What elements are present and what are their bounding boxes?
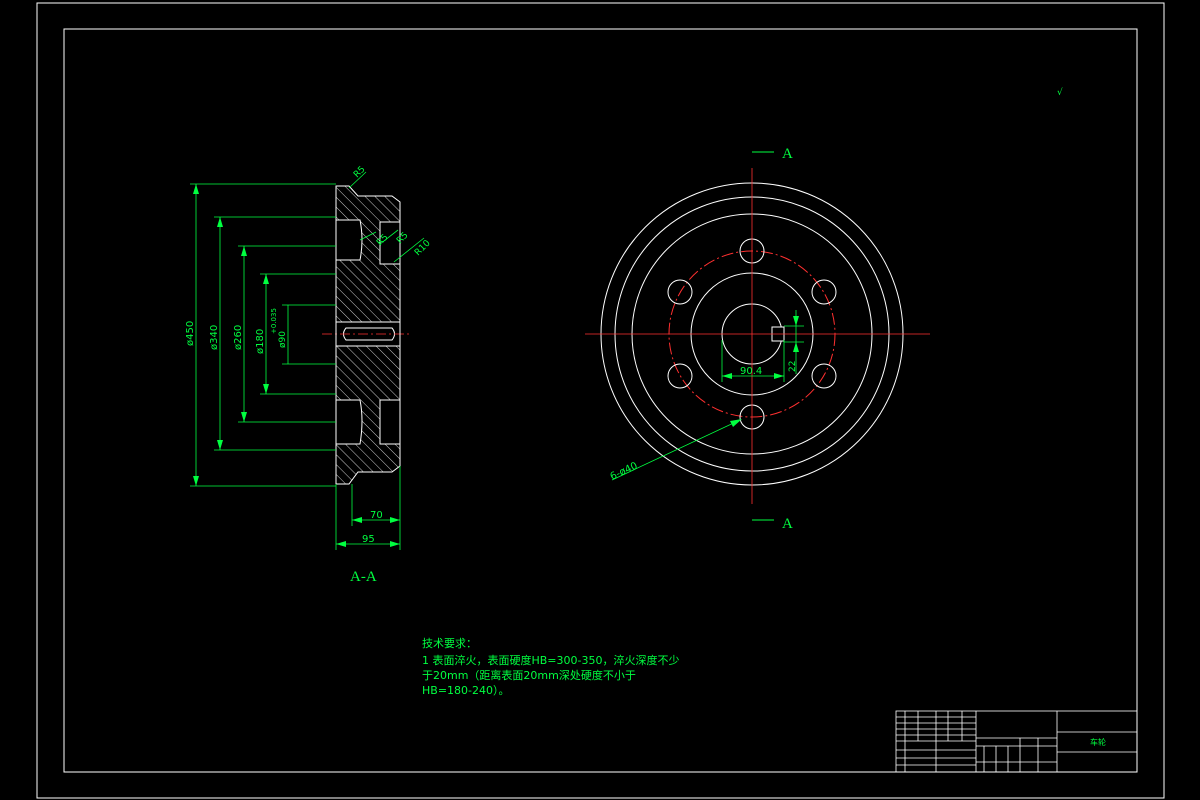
part-name: 车轮 bbox=[1090, 737, 1106, 747]
tech-line-3: HB=180-240）。 bbox=[422, 684, 510, 697]
dim-r5-top: R5 bbox=[352, 165, 368, 181]
hole-2 bbox=[811, 279, 837, 305]
section-dim-arrows bbox=[193, 184, 400, 547]
section-title: A-A bbox=[350, 569, 377, 585]
upper-groove bbox=[336, 219, 363, 261]
inner-border bbox=[63, 28, 1138, 773]
dim-d340: ø340 bbox=[209, 325, 220, 350]
dim-holes: 6-ø40 bbox=[609, 461, 640, 483]
dim-r5-right: R5 bbox=[395, 231, 411, 247]
front-centerlines bbox=[585, 168, 930, 504]
tech-line-1: 1 表面淬火，表面硬度HB=300-350，淬火深度不少 bbox=[422, 653, 680, 667]
section-mark-top: A bbox=[782, 146, 793, 162]
hole-5 bbox=[667, 363, 693, 389]
dim-tolerance: +0.035 bbox=[270, 308, 278, 334]
dim-d90: ø90 bbox=[278, 331, 288, 348]
dim-r10: R10 bbox=[413, 238, 433, 258]
section-cut-lines bbox=[752, 151, 774, 521]
tech-title: 技术要求： bbox=[422, 637, 477, 650]
dim-d260: ø260 bbox=[233, 325, 244, 350]
title-block bbox=[895, 710, 1138, 773]
dim-d180: ø180 bbox=[255, 329, 266, 354]
section-view bbox=[322, 185, 410, 485]
outer-border bbox=[36, 2, 1165, 799]
tech-line-2: 于20mm（距离表面20mm深处硬度不小于 bbox=[422, 668, 636, 682]
hole-6 bbox=[667, 279, 693, 305]
dim-d450: ø450 bbox=[185, 321, 196, 346]
hole-3 bbox=[811, 363, 837, 389]
keyway-slot bbox=[343, 327, 395, 341]
lower-groove bbox=[336, 399, 363, 445]
front-dim-arrows bbox=[722, 316, 799, 427]
dim-width-70: 70 bbox=[370, 510, 383, 521]
corner-roughness-mark: √ bbox=[1057, 87, 1063, 98]
dim-key-width: 90.4 bbox=[740, 366, 762, 377]
dim-width-95: 95 bbox=[362, 534, 375, 545]
section-mark-bottom: A bbox=[782, 516, 793, 532]
dim-key-depth: 22 bbox=[788, 361, 798, 372]
